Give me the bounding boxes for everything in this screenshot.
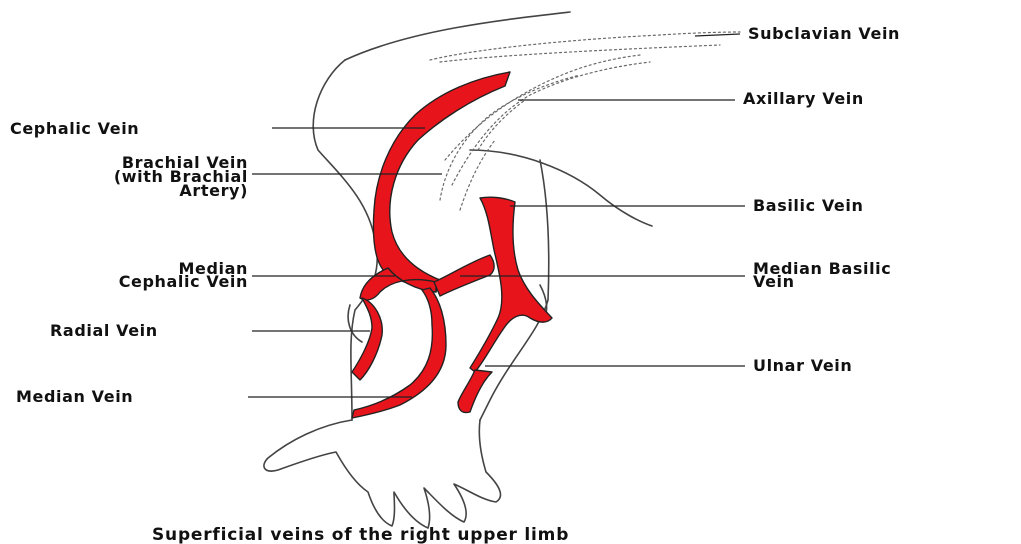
label-ulnar-vein: Ulnar Vein [753, 356, 852, 375]
hand-outline [264, 420, 501, 528]
label-radial-vein: Radial Vein [50, 321, 158, 340]
dotted-vessel-2 [440, 45, 720, 62]
label-basilic-vein: Basilic Vein [753, 196, 863, 215]
leader-subclavian [695, 34, 740, 36]
shoulder-line [345, 12, 570, 60]
radial-vein-shape [352, 298, 382, 380]
diagram-caption: Superficial veins of the right upper lim… [152, 525, 569, 544]
label-subclavian-vein: Subclavian Vein [748, 24, 900, 43]
label-median-cephalic-line2: Cephalic Vein [119, 272, 248, 291]
label-brachial-vein-line3: Artery) [179, 181, 248, 200]
label-median-vein: Median Vein [16, 387, 133, 406]
label-cephalic-vein: Cephalic Vein [10, 119, 139, 138]
label-median-basilic-line2: Vein [753, 272, 795, 291]
dotted-vessel-3 [445, 55, 640, 160]
labels: Subclavian Vein Axillary Vein Cephalic V… [10, 24, 900, 406]
label-axillary-vein: Axillary Vein [743, 89, 864, 108]
dotted-vessel-1 [430, 32, 740, 60]
